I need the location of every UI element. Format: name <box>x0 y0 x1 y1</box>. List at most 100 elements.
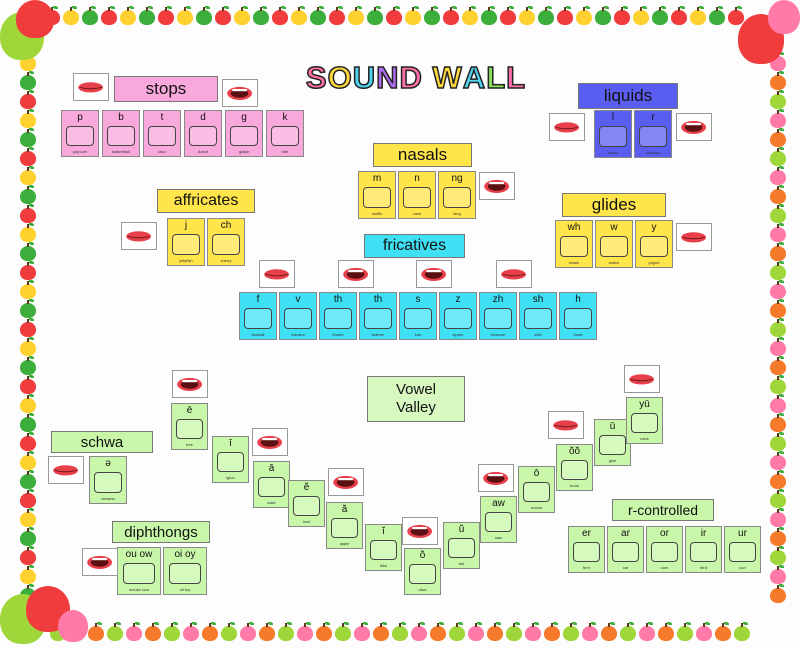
card-picture-icon <box>230 126 258 146</box>
card-letters: ō <box>533 468 540 479</box>
card-word: jellyfish <box>179 257 193 263</box>
border-apple <box>20 147 36 166</box>
card-letters: f <box>256 294 260 305</box>
border-apple <box>126 622 142 641</box>
card-picture-icon <box>271 126 299 146</box>
card-letters: w <box>610 222 618 233</box>
mouth-icon <box>126 230 152 242</box>
border-apple <box>696 622 712 641</box>
card-word: book <box>570 483 579 488</box>
border-apple <box>20 166 36 185</box>
border-apple <box>770 299 786 318</box>
border-apple <box>734 622 750 641</box>
mouth-icon <box>421 267 447 281</box>
card-word: football <box>251 331 265 337</box>
title-letter: D <box>399 59 423 96</box>
card-picture-icon <box>631 413 658 433</box>
card-word: rainbow <box>645 149 660 155</box>
card-letters: ur <box>738 528 747 539</box>
border-apple <box>20 71 36 90</box>
border-apple <box>158 6 174 25</box>
card-picture-icon <box>324 308 352 329</box>
border-apple <box>770 508 786 527</box>
card-word: apple <box>339 541 350 546</box>
border-apple <box>145 622 161 641</box>
border-apple <box>20 470 36 489</box>
card-letters: wh <box>567 222 581 233</box>
border-apple <box>770 223 786 242</box>
border-apple <box>88 622 104 641</box>
card-picture-icon <box>639 126 667 147</box>
card-picture-icon <box>444 308 472 329</box>
card-word: cake <box>267 500 276 505</box>
border-apple <box>770 128 786 147</box>
card-picture-icon <box>176 419 203 439</box>
border-apple <box>538 6 554 25</box>
border-apple <box>291 6 307 25</box>
card-word: donut <box>197 149 208 154</box>
title-letter <box>423 60 433 96</box>
label-fricatives: fricatives <box>364 234 465 258</box>
card-letters: th <box>373 294 383 305</box>
card-word: saw <box>494 535 503 540</box>
border-apple <box>639 622 655 641</box>
border-apple <box>297 622 313 641</box>
border-apple <box>557 6 573 25</box>
border-apple <box>20 356 36 375</box>
border-apple <box>487 622 503 641</box>
corner-apple-top-right-pink <box>768 0 800 34</box>
mouth-icon <box>343 267 369 281</box>
corner-apple-top-left-red <box>16 0 54 38</box>
card-word: yogurt <box>648 259 660 265</box>
label-affricates: affricates <box>157 189 255 213</box>
border-apple <box>278 622 294 641</box>
border-apple <box>506 622 522 641</box>
card-word: ocean <box>531 505 542 510</box>
border-apple <box>177 6 193 25</box>
mouth-picture <box>549 113 585 141</box>
mouth-icon <box>501 268 527 280</box>
label-liquids: liquids <box>578 83 678 109</box>
card-letters: ŭ <box>458 524 465 535</box>
mouth-picture <box>172 370 208 398</box>
card-picture-icon <box>561 460 588 480</box>
card-picture-icon <box>404 308 432 329</box>
mouth-picture <box>478 464 514 492</box>
border-apple <box>430 622 446 641</box>
label-schwa: schwa <box>51 431 153 453</box>
mouth-picture <box>496 260 532 288</box>
border-apple <box>335 622 351 641</box>
title-letter: A <box>462 59 487 96</box>
label-diphthongs: diphthongs <box>112 521 210 543</box>
title-letter: W <box>432 59 463 96</box>
border-apple <box>770 394 786 413</box>
border-apple <box>544 622 560 641</box>
border-apple <box>770 470 786 489</box>
card-picture-icon <box>123 563 155 584</box>
card-picture-icon <box>690 542 717 562</box>
card-picture-icon <box>573 542 600 562</box>
border-apple <box>449 622 465 641</box>
border-apple <box>20 318 36 337</box>
border-apple <box>690 6 706 25</box>
border-apple <box>348 6 364 25</box>
vowel-valley-line-1: Vowel <box>395 381 437 398</box>
card-letters: ĭ <box>382 526 385 537</box>
